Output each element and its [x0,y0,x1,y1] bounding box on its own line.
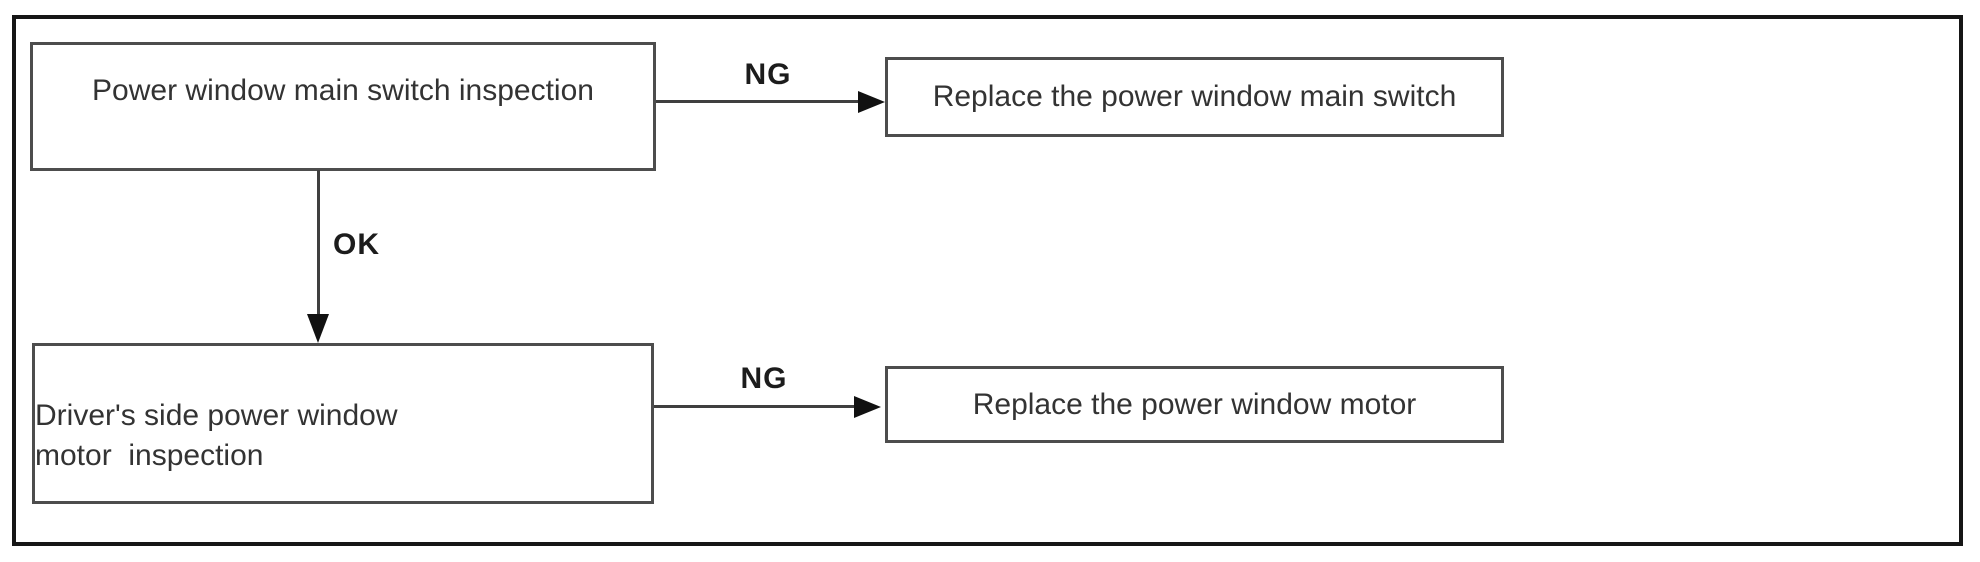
node-label: Power window main switch inspection [92,74,594,107]
connector-ok-line [317,170,320,315]
node-label: Replace the power window main switch [932,80,1457,113]
edge-label-ng1: NG [744,58,792,91]
edge-label-ng2: NG [740,362,788,395]
diagram-outer-frame [12,15,1963,546]
node-label: Replace the power window motor [972,387,1417,421]
node-power-window-main-switch-inspection: Power window main switch inspection [30,42,656,171]
node-drivers-side-power-window-motor-inspection: Driver's side power window motor inspect… [32,343,654,504]
node-replace-power-window-main-switch: Replace the power window main switch [885,57,1504,137]
arrowhead-right-ng2-icon [854,396,881,418]
connector-ng1-line [656,100,860,103]
node-label-line2: motor inspection [35,438,264,472]
arrowhead-down-ok-icon [307,314,329,343]
edge-label-ok: OK [333,228,380,261]
node-replace-power-window-motor: Replace the power window motor [885,366,1504,443]
node-label-line1: Driver's side power window [35,398,398,432]
arrowhead-right-ng1-icon [858,91,885,113]
connector-ng2-line [654,405,856,408]
